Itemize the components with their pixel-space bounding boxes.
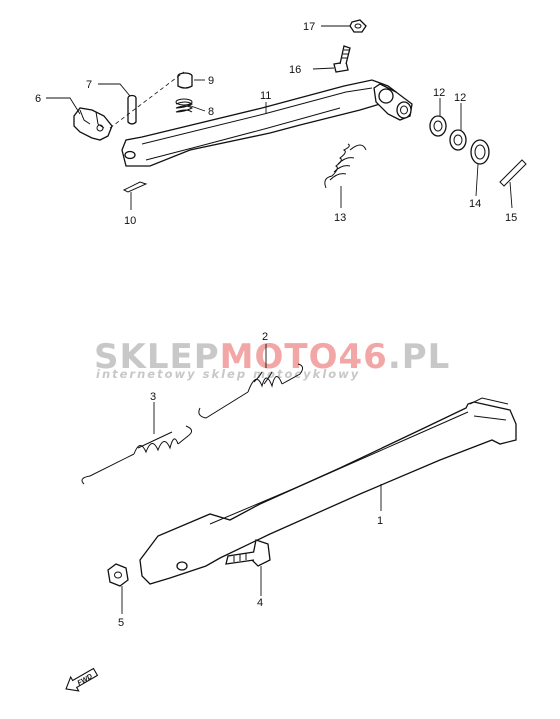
fwd-label: FWD [77, 673, 94, 687]
part-11-brake-pedal [121, 79, 413, 167]
part-3-spring [81, 425, 192, 485]
callout-8: 8 [208, 106, 214, 118]
part-10-cotter-pin [122, 181, 148, 193]
leader-lines [46, 25, 513, 614]
callout-4: 4 [257, 597, 263, 609]
part-12-washer-a [429, 115, 447, 137]
callout-labels: 6 7 8 9 10 11 12 12 13 14 15 16 17 1 2 3… [35, 21, 517, 629]
callout-1: 1 [377, 515, 383, 527]
callout-12b: 12 [454, 92, 466, 104]
watermark-brand-part3: 46 [339, 337, 388, 377]
part-5-nut [107, 563, 129, 587]
watermark-brand-part4: .PL [388, 337, 451, 377]
fwd-arrow-icon: FWD [65, 667, 99, 692]
part-4-bolt [225, 539, 271, 567]
part-2-spring [198, 363, 304, 419]
callout-17: 17 [303, 21, 315, 33]
watermark-tagline: internetowy sklep motocyklowy [96, 367, 360, 381]
callout-2: 2 [262, 331, 268, 343]
callout-9: 9 [208, 75, 214, 87]
part-6-pedal-tip [73, 107, 113, 141]
part-8-spring [175, 98, 193, 113]
callout-11: 11 [260, 90, 271, 102]
part-17-nut [349, 19, 367, 33]
part-12-washer-b [449, 129, 467, 151]
callout-6: 6 [35, 93, 41, 105]
part-16-bolt [333, 45, 351, 73]
watermark-brand-part1: SKLEP [94, 337, 220, 377]
callout-5: 5 [118, 617, 124, 629]
part-9-bushing [177, 72, 193, 89]
watermark-brand: SKLEPMOTO46.PL [94, 337, 450, 377]
callout-12a: 12 [433, 87, 445, 99]
callout-14: 14 [469, 198, 481, 210]
watermark-brand-part2: MOTO [220, 337, 339, 377]
part-13-spring [324, 143, 367, 189]
part-7-pin [127, 94, 137, 125]
part-15-cotter-pin [499, 159, 527, 187]
callout-13: 13 [334, 212, 346, 224]
callout-10: 10 [124, 215, 136, 227]
watermark: SKLEPMOTO46.PL internetowy sklep motocyk… [94, 337, 450, 381]
callout-3: 3 [150, 391, 156, 403]
part-14-washer [470, 139, 490, 165]
part-1-side-stand [139, 397, 517, 585]
dashed-guide-line [109, 71, 185, 129]
callout-7: 7 [86, 79, 92, 91]
callout-16: 16 [289, 64, 301, 76]
callout-15: 15 [505, 212, 517, 224]
